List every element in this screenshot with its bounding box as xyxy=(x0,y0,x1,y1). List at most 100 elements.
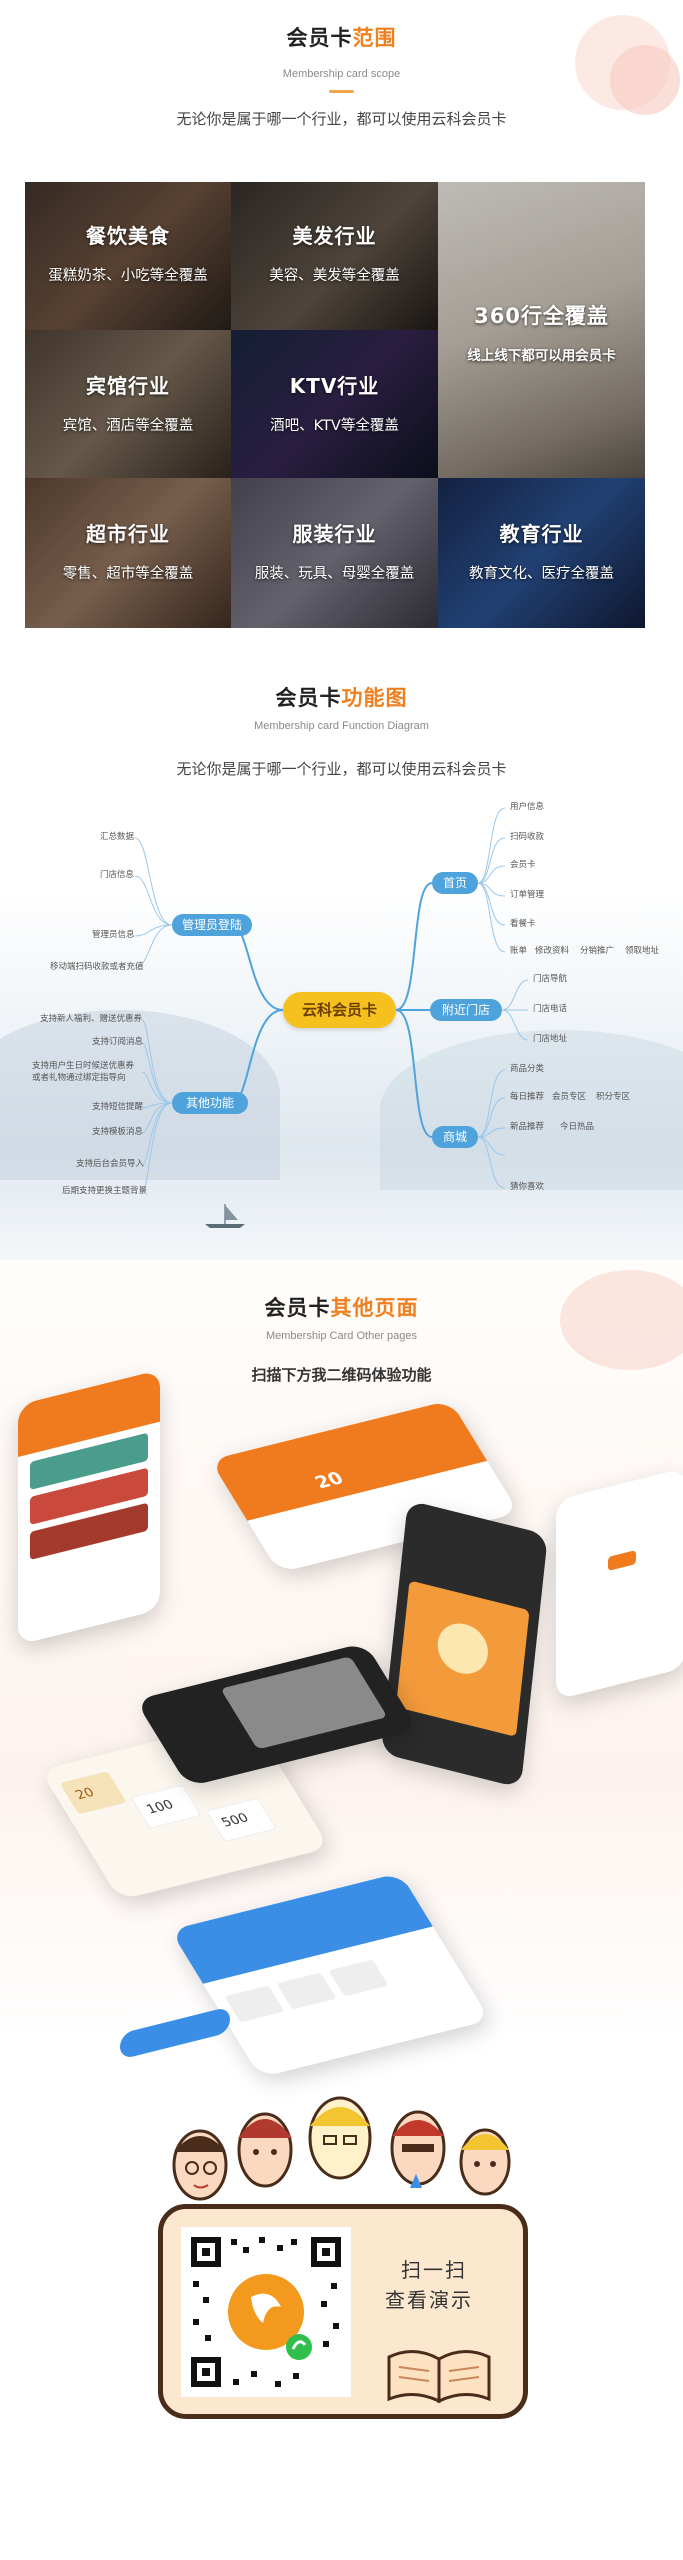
leaf-item: 门店导航 xyxy=(533,974,568,984)
leaf-item: 新品推荐 xyxy=(510,1122,545,1132)
leaf-item: 支持订阅消息 xyxy=(92,1037,144,1047)
leaf-item: 账单 xyxy=(510,946,528,956)
leaf-item: 每日推荐 xyxy=(510,1092,545,1102)
leaf-item: 会员专区 xyxy=(552,1092,587,1102)
node-nearby-stores: 附近门店 xyxy=(430,999,502,1021)
cartoon-characters xyxy=(172,2096,511,2201)
leaf-item: 扫码收款 xyxy=(510,832,545,842)
leaf-item: 门店地址 xyxy=(533,1034,568,1044)
pages-subtitle: Membership Card Other pages xyxy=(265,1330,417,1342)
member-card-image xyxy=(220,1656,388,1750)
diagram-subtitle: Membership card Function Diagram xyxy=(254,720,429,732)
tile-education: 教育行业 教育文化、医疗全覆盖 xyxy=(438,478,645,628)
phone-mockup-dark xyxy=(380,1500,548,1789)
tile-title: 餐饮美食 xyxy=(86,224,170,248)
leaf-item: 后期支持更换主题背景 xyxy=(62,1186,148,1196)
leaf-item: 会员卡 xyxy=(510,860,536,870)
tile-title: 宾馆行业 xyxy=(86,374,170,398)
node-other-functions: 其他功能 xyxy=(172,1092,248,1114)
leaf-item: 今日热品 xyxy=(560,1122,595,1132)
tile-supermarket: 超市行业 零售、超市等全覆盖 xyxy=(25,478,231,628)
tile-catering: 餐饮美食 蛋糕奶茶、小吃等全覆盖 xyxy=(25,182,231,330)
leaf-item: 门店电话 xyxy=(533,1004,568,1014)
scope-title: 会员卡范围 xyxy=(286,26,397,50)
leaf-item: 门店信息 xyxy=(100,870,135,880)
node-mall: 商城 xyxy=(432,1126,478,1148)
tile-ktv: KTV行业 酒吧、KTV等全覆盖 xyxy=(231,330,438,478)
tile-clothing: 服装行业 服装、玩具、母婴全覆盖 xyxy=(231,478,438,628)
diagram-description: 无论你是属于哪一个行业，都可以使用云科会员卡 xyxy=(176,760,507,778)
scope-subtitle: Membership card scope xyxy=(282,68,401,80)
leaf-item: 商品分类 xyxy=(510,1064,545,1074)
center-node: 云科会员卡 xyxy=(283,992,396,1028)
tile-title: 服装行业 xyxy=(292,522,377,546)
option-tile xyxy=(276,1972,337,2010)
node-home: 首页 xyxy=(432,872,478,894)
phone-header xyxy=(210,1400,488,1521)
leaf-item: 积分专区 xyxy=(596,1092,631,1102)
tile-subtitle: 零售、超市等全覆盖 xyxy=(62,566,194,582)
option-tile xyxy=(328,1959,389,1997)
leaf-item: 支持短信提醒 xyxy=(92,1102,144,1112)
qr-code-box[interactable] xyxy=(181,2227,351,2397)
phone-mockup-blue xyxy=(170,1872,491,2078)
tile-title: 教育行业 xyxy=(499,522,584,546)
tile-hairdressing: 美发行业 美容、美发等全覆盖 xyxy=(231,182,438,330)
scope-section: 会员卡范围 Membership card scope 无论你是属于哪一个行业，… xyxy=(0,0,683,640)
mountain-background xyxy=(0,890,683,1260)
scan-text-line1: 扫一扫 xyxy=(401,2258,467,2282)
leaf-item: 支持模板消息 xyxy=(92,1127,144,1137)
big-subtitle: 线上线下都可以用会员卡 xyxy=(467,348,616,364)
scan-text-line2: 查看演示 xyxy=(385,2288,473,2312)
tile-all-industries: 360行全覆盖 线上线下都可以用会员卡 xyxy=(438,182,645,478)
leaf-item: 支持新人福利、赠送优惠券 xyxy=(40,1014,143,1024)
decor-circle xyxy=(610,45,680,115)
title-underline xyxy=(329,90,354,93)
leaf-item: 修改资料 xyxy=(535,946,570,956)
leaf-item: 领取地址 xyxy=(625,946,660,956)
confirm-button[interactable] xyxy=(120,2006,230,2060)
tile-title: 超市行业 xyxy=(86,522,170,546)
other-pages-section: 会员卡其他页面 Membership Card Other pages 扫描下方… xyxy=(0,1260,683,2560)
orange-button xyxy=(608,1550,636,1572)
diagram-title: 会员卡功能图 xyxy=(275,686,408,710)
qr-code-icon xyxy=(191,2237,341,2387)
phone-mockup-right xyxy=(556,1467,683,1700)
tile-subtitle: 酒吧、KTV等全覆盖 xyxy=(270,418,399,434)
tile-subtitle: 美容、美发等全覆盖 xyxy=(269,268,400,284)
boat-icon xyxy=(205,1204,245,1228)
tile-title: KTV行业 xyxy=(289,374,380,398)
diagram-connectors xyxy=(134,807,529,1193)
phone-header xyxy=(170,1872,433,1984)
pages-description: 扫描下方我二维码体验功能 xyxy=(251,1366,432,1384)
big-title: 360行全覆盖 xyxy=(474,304,609,328)
leaf-item: 猜你喜欢 xyxy=(510,1182,545,1192)
leaf-item: 汇总数据 xyxy=(100,832,135,842)
tile-subtitle: 服装、玩具、母婴全覆盖 xyxy=(254,566,415,582)
tile-title: 美发行业 xyxy=(292,224,377,248)
tile-subtitle: 教育文化、医疗全覆盖 xyxy=(469,566,614,582)
function-diagram-section: 会员卡功能图 Membership card Function Diagram … xyxy=(0,640,683,1260)
tile-subtitle: 蛋糕奶茶、小吃等全覆盖 xyxy=(48,268,208,284)
option-tile xyxy=(224,1985,285,2023)
leaf-item: 订单管理 xyxy=(510,890,545,900)
leaf-item: 看餐卡 xyxy=(510,919,536,929)
leaf-item: 管理员信息 xyxy=(92,930,135,940)
phone-mockup-left xyxy=(18,1369,160,1645)
industry-grid: 餐饮美食 蛋糕奶茶、小吃等全覆盖 美发行业 美容、美发等全覆盖 360行全覆盖 … xyxy=(25,182,645,628)
leaf-item: 用户信息 xyxy=(510,802,545,812)
pages-title: 会员卡其他页面 xyxy=(264,1296,419,1320)
decor-circle xyxy=(560,1270,683,1370)
leaf-item: 支持用户生日时候送优惠券 xyxy=(32,1061,135,1071)
mountain-shape xyxy=(380,1030,683,1190)
tile-hotel: 宾馆行业 宾馆、酒店等全覆盖 xyxy=(25,330,231,478)
leaf-item: 移动端扫码收款或者充值 xyxy=(50,962,144,972)
leaf-item: 分销推广 xyxy=(580,946,615,956)
scope-description: 无论你是属于哪一个行业，都可以使用云科会员卡 xyxy=(176,110,507,128)
tile-subtitle: 宾馆、酒店等全覆盖 xyxy=(62,418,194,434)
leaf-item: 支持后台会员导入 xyxy=(76,1159,145,1169)
leaf-item: 或者礼物通过绑定指导向 xyxy=(32,1073,126,1083)
open-book-icon xyxy=(387,2350,491,2404)
node-admin-login: 管理员登陆 xyxy=(172,914,252,936)
qr-code-frame: 扫一扫 查看演示 xyxy=(158,2204,528,2419)
